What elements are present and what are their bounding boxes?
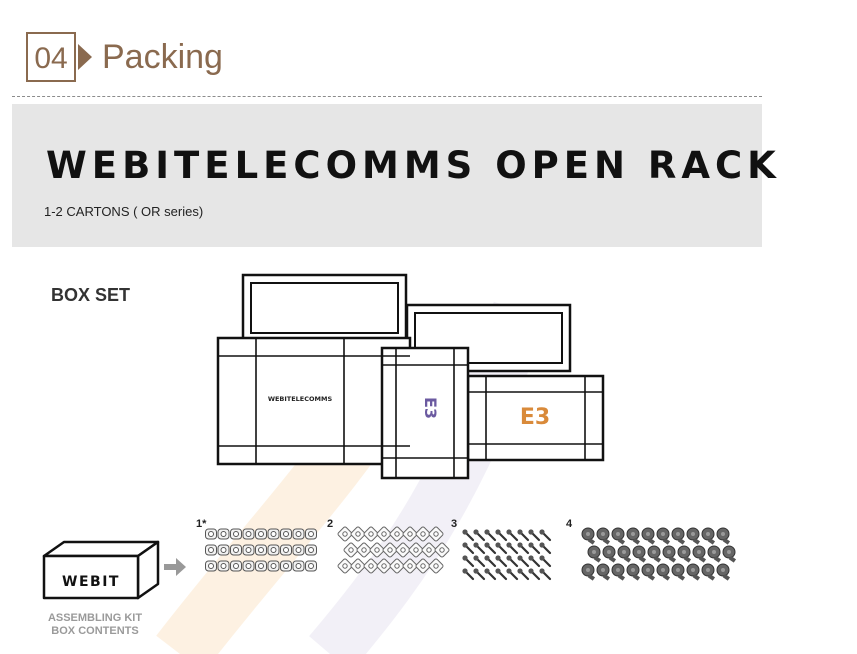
part-label: 3 xyxy=(451,518,458,530)
banner-title: WEBITELECOMMS OPEN RACK xyxy=(46,144,781,187)
part-label: 2 xyxy=(327,518,334,530)
kit-caption-line2: BOX CONTENTS xyxy=(51,625,139,637)
large-box xyxy=(216,336,412,466)
e3-logo: E3 xyxy=(520,405,550,430)
section-title: Packing xyxy=(102,38,223,76)
screw-icon xyxy=(462,529,552,581)
kit-caption: ASSEMBLING KIT BOX CONTENTS xyxy=(40,612,150,638)
arrow-right-icon xyxy=(78,44,92,70)
kit-box-label: WEBIT xyxy=(62,574,120,590)
washer-icon xyxy=(337,526,450,574)
box-set-illustration: WEBITELECOMMS E3 E3 xyxy=(216,273,605,480)
box-brand-text: WEBITELECOMMS xyxy=(268,395,333,403)
medium-box xyxy=(466,374,605,462)
e3-logo-vertical: E3 xyxy=(421,397,440,419)
section-number: 04 xyxy=(26,32,76,82)
box-set-label: BOX SET xyxy=(51,285,131,305)
kit-caption-line1: ASSEMBLING KIT xyxy=(47,612,143,624)
banner-subtitle: 1-2 CARTONS ( OR series) xyxy=(44,204,204,219)
part-label: 4 xyxy=(566,518,573,530)
cage-nut-icon xyxy=(205,528,317,572)
part-label: 1* xyxy=(196,518,207,530)
title-banner: WEBITELECOMMS OPEN RACK 1-2 CARTONS ( OR… xyxy=(12,104,776,247)
arrow-right-icon xyxy=(164,558,186,576)
thumb-screw-icon xyxy=(581,527,737,581)
assembling-kit-box: WEBIT xyxy=(42,540,160,600)
dashed-divider xyxy=(12,96,762,97)
